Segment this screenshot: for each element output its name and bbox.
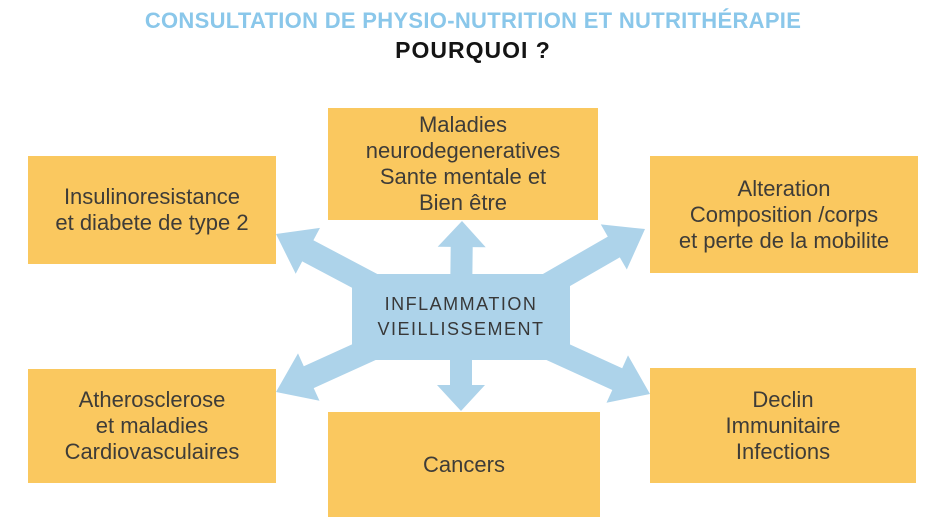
- node-line: Atherosclerose: [78, 387, 226, 412]
- node-line: Bien être: [418, 190, 508, 215]
- node-declin-immunitaire: Declin Immunitaire Infections: [650, 368, 916, 483]
- node-maladies-neurodegeneratives: Maladies neurodegeneratives Sante mental…: [328, 108, 598, 220]
- page-subtitle: POURQUOI ?: [395, 37, 551, 63]
- center-line: VIEILLISSEMENT: [377, 319, 545, 339]
- node-alteration-composition: Alteration Composition /corps et perte d…: [650, 156, 918, 273]
- node-line: Alteration: [737, 175, 831, 201]
- node-cancers: Cancers: [328, 412, 600, 517]
- node-line: Insulinoresistance: [63, 184, 241, 209]
- node-line: Immunitaire: [725, 412, 841, 438]
- node-line: et diabete de type 2: [55, 210, 249, 235]
- node-line: Composition /corps: [689, 201, 879, 227]
- center-inflammation-box: INFLAMMATION VIEILLISSEMENT: [352, 274, 570, 360]
- node-line: Declin: [752, 386, 814, 412]
- node-line: et maladies: [95, 413, 209, 438]
- node-line: Sante mentale et: [379, 164, 547, 189]
- node-line: Cardiovasculaires: [64, 439, 240, 464]
- node-line: Infections: [735, 438, 831, 464]
- node-line: et perte de la mobilite: [678, 227, 890, 253]
- center-line: INFLAMMATION: [384, 294, 538, 314]
- page-title: CONSULTATION DE PHYSIO-NUTRITION ET NUTR…: [144, 8, 802, 33]
- node-line: Maladies: [418, 112, 508, 137]
- node-insulinoresistance: Insulinoresistance et diabete de type 2: [28, 156, 276, 264]
- node-atherosclerose: Atherosclerose et maladies Cardiovascula…: [28, 369, 276, 483]
- node-line: neurodegeneratives: [365, 138, 561, 163]
- node-line: Cancers: [423, 451, 505, 477]
